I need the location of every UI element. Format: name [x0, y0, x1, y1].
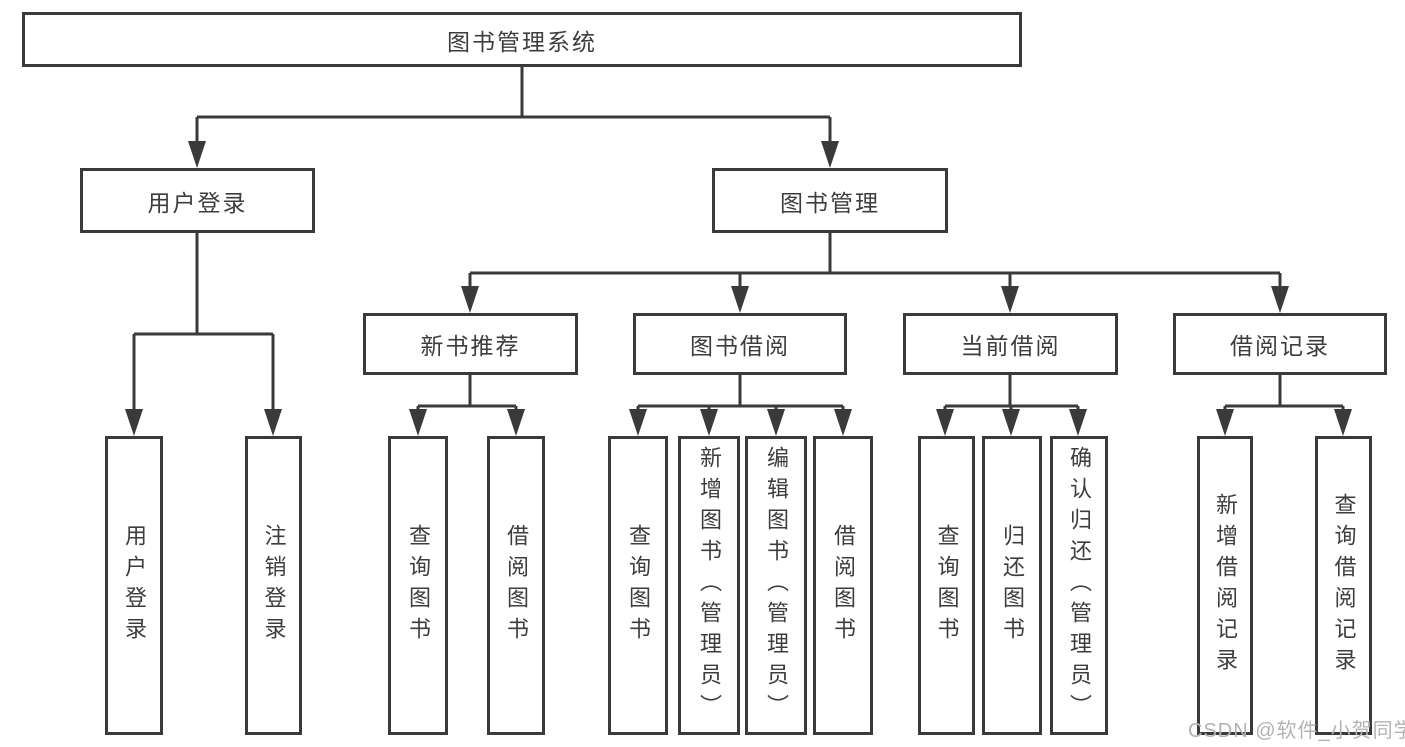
node-current-borrowing: 当前借阅 [903, 313, 1118, 375]
leaf-label: 编辑图书（管理员） [764, 446, 789, 725]
node-borrowing-records: 借阅记录 [1173, 313, 1387, 375]
leaf-label: 新增借阅记录 [1213, 492, 1238, 679]
node-new-book-recommend: 新书推荐 [363, 313, 578, 375]
leaf-borrow-books: 借阅图书 [813, 436, 873, 735]
leaf-query-books-borrow: 查询图书 [608, 436, 668, 735]
leaf-label: 借阅图书 [504, 523, 529, 648]
leaf-label: 归还图书 [1000, 523, 1025, 648]
leaf-label: 注销登录 [261, 523, 287, 648]
leaf-add-books-admin: 新增图书（管理员） [678, 436, 740, 735]
leaf-add-borrow-record: 新增借阅记录 [1197, 436, 1253, 735]
leaf-borrow-books-recommend: 借阅图书 [487, 436, 545, 735]
node-label: 用户登录 [147, 189, 248, 216]
node-label: 当前借阅 [960, 333, 1061, 359]
node-label: 图书管理系统 [447, 28, 597, 55]
node-label: 图书借阅 [690, 333, 790, 359]
node-user-login: 用户登录 [80, 168, 315, 233]
leaf-edit-books-admin: 编辑图书（管理员） [745, 436, 807, 735]
leaf-label: 查询图书 [626, 523, 651, 648]
leaf-query-books-current: 查询图书 [918, 436, 975, 735]
leaf-label: 借阅图书 [831, 523, 856, 648]
leaf-user-login: 用户登录 [105, 436, 163, 735]
csdn-watermark: CSDN @软件_小贺同学 [1188, 720, 1405, 742]
leaf-label: 查询借阅记录 [1331, 492, 1357, 679]
leaf-label: 用户登录 [122, 523, 147, 648]
leaf-label: 新增图书（管理员） [697, 446, 722, 725]
arrowheads [125, 141, 1352, 436]
leaf-return-books: 归还图书 [982, 436, 1042, 735]
leaf-confirm-return-admin: 确认归还（管理员） [1050, 436, 1108, 735]
node-book-management: 图书管理 [712, 168, 948, 233]
leaf-label: 查询图书 [406, 523, 431, 648]
leaf-query-books-recommend: 查询图书 [388, 436, 448, 735]
leaf-label: 查询图书 [934, 523, 960, 648]
node-root-library-system: 图书管理系统 [22, 12, 1022, 67]
node-label: 新书推荐 [420, 333, 521, 359]
node-book-borrowing: 图书借阅 [633, 313, 847, 375]
leaf-query-borrow-record: 查询借阅记录 [1315, 436, 1372, 735]
node-label: 图书管理 [780, 189, 880, 216]
leaf-logout: 注销登录 [245, 436, 302, 735]
leaf-label: 确认归还（管理员） [1067, 446, 1092, 725]
node-label: 借阅记录 [1230, 333, 1330, 359]
